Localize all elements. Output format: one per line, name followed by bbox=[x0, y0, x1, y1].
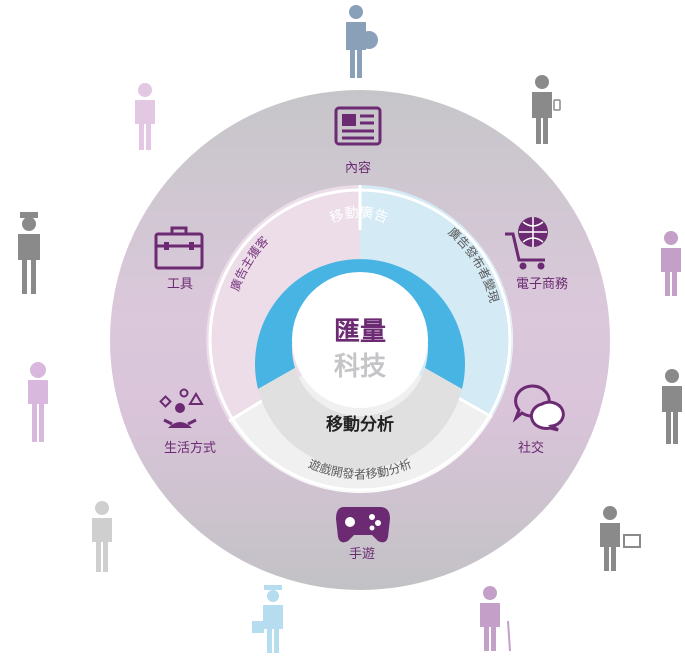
shopping-cart-globe-icon bbox=[505, 217, 548, 270]
chat-bubbles-icon bbox=[512, 384, 565, 432]
person-gray-icon bbox=[532, 75, 561, 144]
person-gray-basket-icon bbox=[600, 506, 641, 571]
person-purple-lady-icon bbox=[28, 362, 48, 442]
mobile-ads-arc bbox=[255, 259, 465, 389]
outer-label-social: 社交 bbox=[518, 440, 544, 456]
center-circle bbox=[292, 272, 428, 408]
person-blue-icon bbox=[346, 5, 378, 78]
person-light-gray-icon bbox=[92, 501, 112, 572]
newspaper-icon bbox=[334, 106, 382, 146]
person-gray-right-icon bbox=[662, 369, 682, 444]
outer-label-lifestyle: 生活方式 bbox=[164, 440, 216, 456]
segment-developer bbox=[229, 340, 492, 492]
center-line1: 匯量 bbox=[334, 317, 386, 347]
person-purple-elder-icon bbox=[480, 586, 511, 652]
center-line2: 科技 bbox=[334, 352, 386, 382]
person-shapes-icon bbox=[159, 388, 204, 428]
briefcase-icon bbox=[154, 226, 204, 270]
person-purple-icon bbox=[661, 231, 681, 296]
outer-label-tools: 工具 bbox=[167, 277, 193, 292]
mobile-analytics-arc bbox=[258, 368, 462, 470]
person-gray-police-icon bbox=[18, 212, 40, 294]
person-pink-icon bbox=[135, 83, 155, 150]
outer-label-content: 內容 bbox=[345, 160, 371, 176]
inner-bottom-label: 移動分析 bbox=[326, 414, 394, 435]
person-blue-hat-icon bbox=[252, 585, 283, 653]
outer-label-games: 手遊 bbox=[349, 547, 375, 562]
gamepad-icon bbox=[336, 507, 390, 543]
outer-label-ecommerce: 電子商務 bbox=[516, 277, 568, 292]
